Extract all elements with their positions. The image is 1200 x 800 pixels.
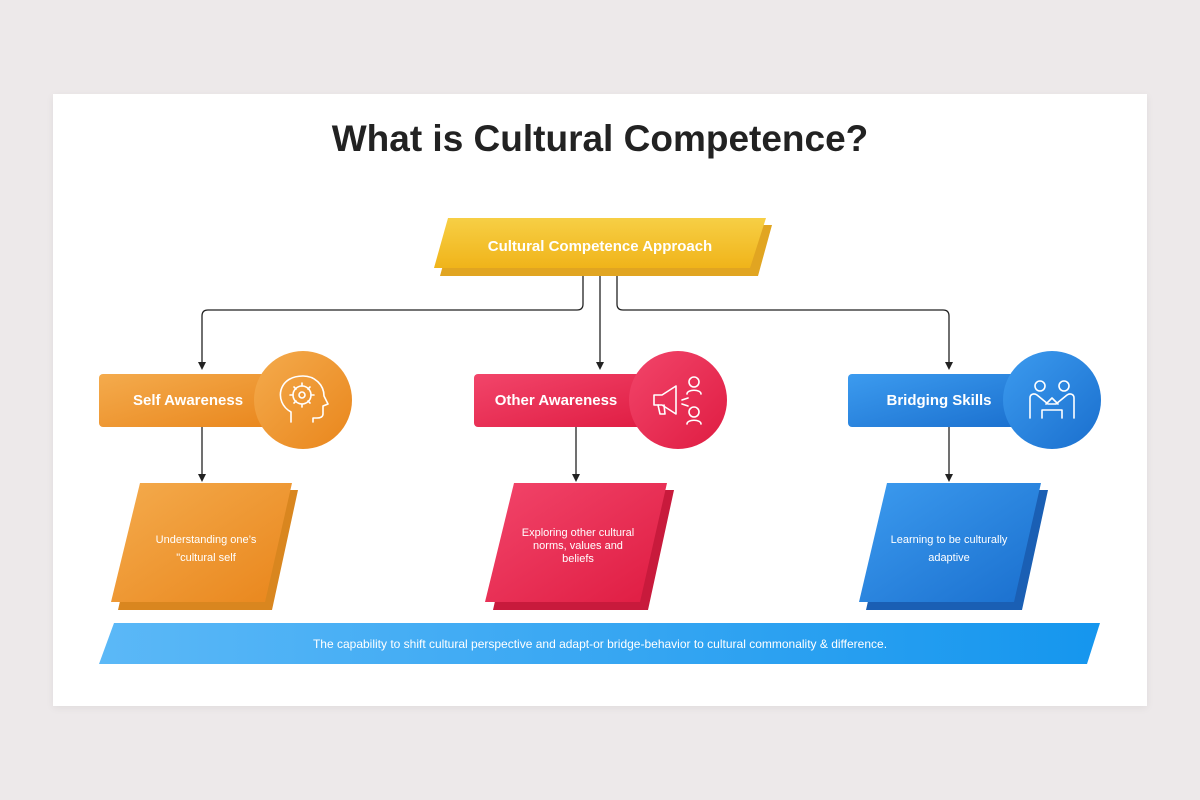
connectors <box>198 276 953 482</box>
connector-bridging <box>616 276 953 370</box>
description-bridging-skills <box>859 483 1048 610</box>
root-node <box>434 218 772 276</box>
handshake-people-icon <box>1029 380 1075 419</box>
branch-bridging-skills <box>848 351 1101 449</box>
description-line: Exploring other cultural <box>521 527 635 539</box>
node-label-other-awareness: Other Awareness <box>494 392 618 409</box>
branch-other-awareness <box>474 351 727 449</box>
description-line: adaptive <box>928 552 970 564</box>
summary-bar <box>99 623 1100 664</box>
summary-text: The capability to shift cultural perspec… <box>312 637 888 651</box>
description-other-awareness <box>485 483 674 610</box>
node-label-self-awareness: Self Awareness <box>132 392 244 409</box>
description-line: Learning to be culturally <box>890 534 1008 546</box>
branch-self-awareness <box>99 351 352 449</box>
description-self-awareness <box>111 483 298 610</box>
description-line: norms, values and <box>533 540 623 552</box>
connector-self <box>198 276 584 370</box>
node-label-bridging-skills: Bridging Skills <box>886 392 992 409</box>
root-label: Cultural Competence Approach <box>487 238 713 255</box>
description-line: "cultural self <box>176 552 236 564</box>
head-gears-icon <box>279 375 329 423</box>
description-text-self-awareness: Understanding one’s "cultural self <box>133 531 279 567</box>
description-line: Understanding one’s <box>155 534 257 546</box>
page-title: What is Cultural Competence? <box>331 118 869 159</box>
description-text-other-awareness: Exploring other cultural norms, values a… <box>502 527 654 566</box>
megaphone-people-icon <box>653 376 702 425</box>
description-line: beliefs <box>562 553 594 565</box>
description-text-bridging-skills: Learning to be culturally adaptive <box>873 531 1025 567</box>
